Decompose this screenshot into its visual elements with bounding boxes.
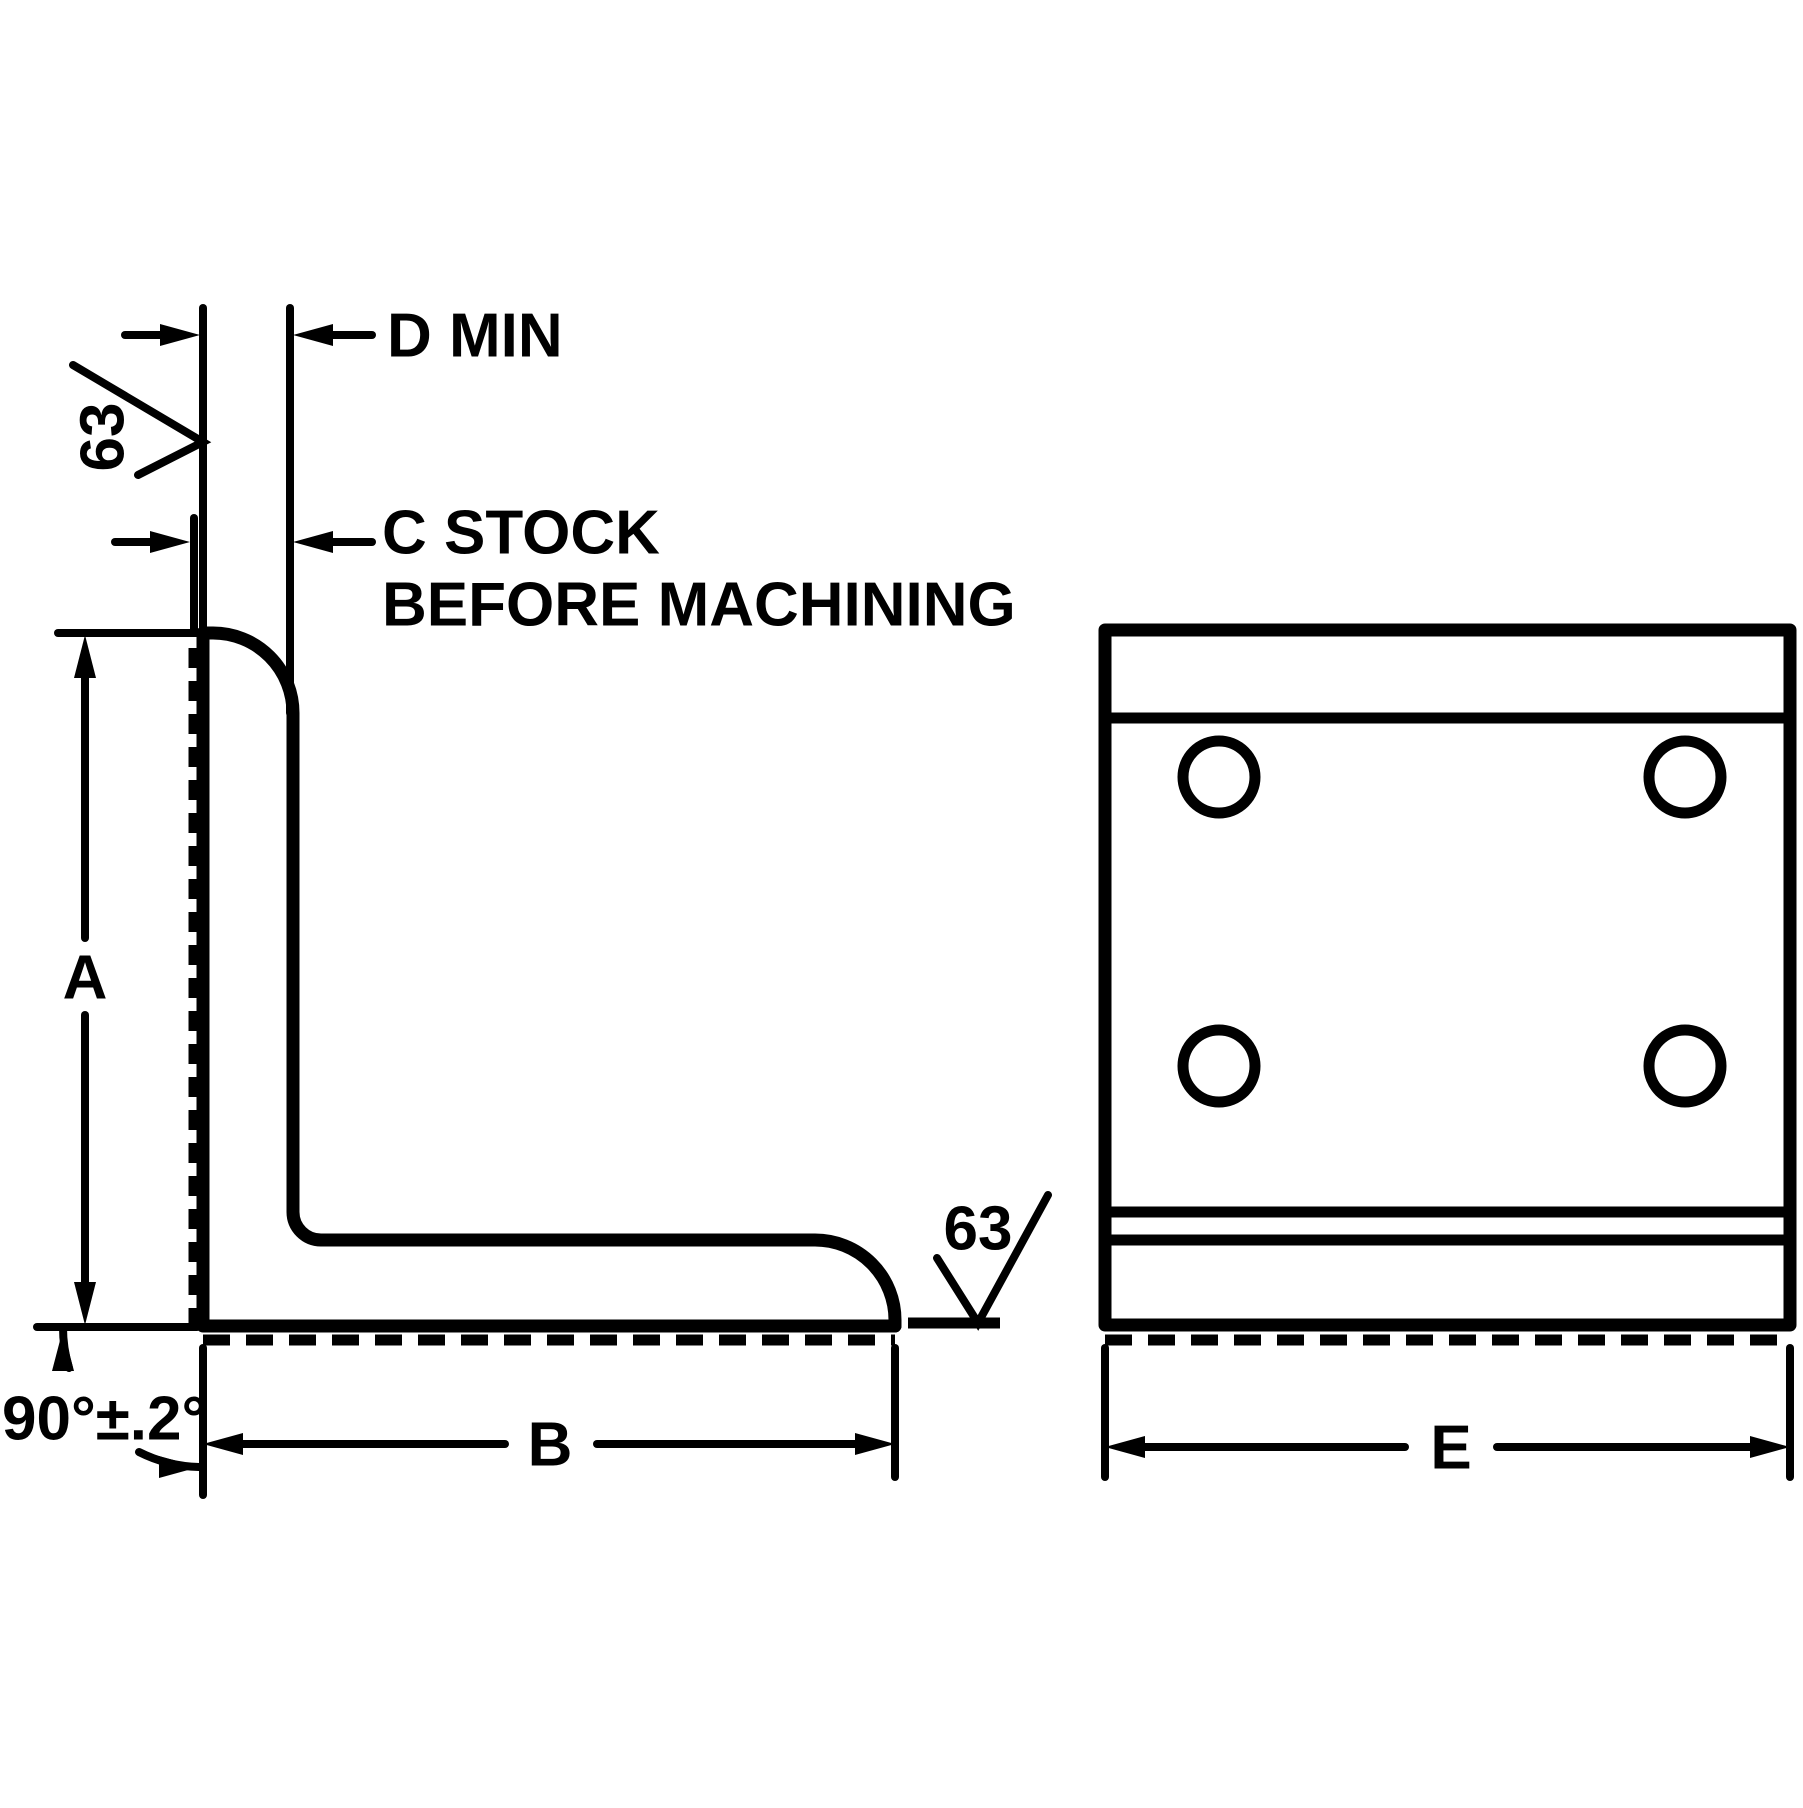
surface-finish-symbol-bottom-face: 63	[908, 1191, 1052, 1331]
c-stock-right-arrowhead	[293, 531, 333, 553]
hole-bottom-left	[1177, 1024, 1261, 1108]
bracket-inner-profile	[196, 626, 902, 1333]
finish-value-left: 63	[69, 403, 138, 472]
d-min-right-arrowhead	[293, 324, 333, 346]
d-min-label: D MIN	[387, 302, 563, 371]
d-min-left-arrowhead	[160, 324, 200, 346]
hole-bottom-right	[1643, 1024, 1727, 1108]
angle-lower-arrowhead	[159, 1456, 199, 1478]
angle-tolerance-label: 90°±.2°	[2, 1385, 206, 1454]
finish-checkmark-icon	[69, 361, 212, 479]
angle-dimension: 90°±.2°	[2, 1323, 207, 1499]
face-view-outline	[1098, 623, 1797, 1332]
c-stock-label-line2: BEFORE MACHINING	[382, 571, 1016, 640]
dimension-d-min: D MIN	[121, 302, 563, 717]
b-right-arrowhead	[855, 1433, 895, 1455]
angle-upper-arrowhead	[52, 1329, 74, 1371]
face-view	[1098, 623, 1797, 1346]
finish-checkmark-icon	[933, 1191, 1052, 1331]
b-left-arrowhead	[203, 1433, 243, 1455]
a-bottom-arrowhead	[74, 1282, 96, 1325]
e-right-arrowhead	[1750, 1436, 1790, 1458]
finish-value-bottom: 63	[944, 1195, 1013, 1264]
dimension-e: E	[1101, 1344, 1794, 1483]
side-profile-view	[188, 626, 902, 1346]
surface-finish-symbol-left-face: 63	[69, 361, 212, 479]
e-dim-label: E	[1430, 1414, 1471, 1483]
stock-before-machining-outline	[188, 648, 895, 1346]
hole-top-right	[1643, 735, 1727, 819]
e-left-arrowhead	[1105, 1436, 1145, 1458]
a-top-arrowhead	[74, 635, 96, 678]
dimension-c-stock: C STOCK BEFORE MACHINING	[111, 499, 1016, 640]
c-stock-left-arrowhead	[150, 531, 190, 553]
dimension-b: B	[203, 1344, 899, 1481]
a-dim-label: A	[63, 944, 108, 1013]
hole-top-left	[1177, 735, 1261, 819]
c-stock-label-line1: C STOCK	[382, 499, 660, 568]
dimension-a: A	[33, 629, 201, 1331]
b-dim-label: B	[528, 1411, 573, 1480]
bracket-outer-faces	[196, 626, 902, 1333]
